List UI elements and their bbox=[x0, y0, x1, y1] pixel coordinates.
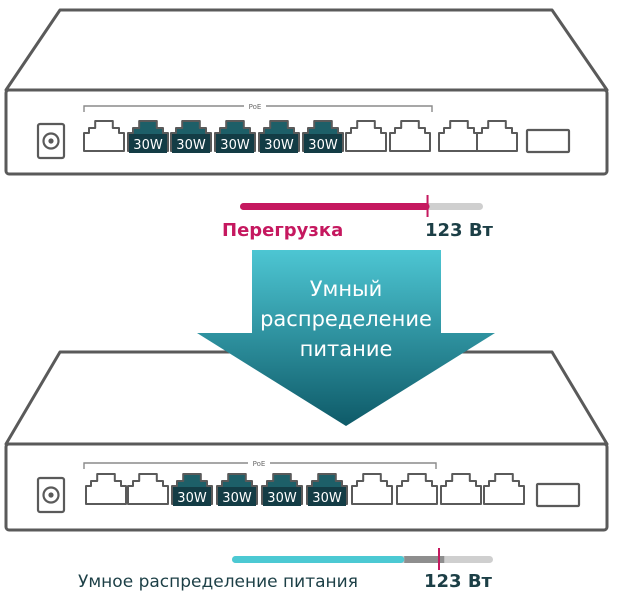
overload-value: 123 Вт bbox=[425, 220, 494, 241]
overload-meter-fill bbox=[240, 203, 430, 210]
down-arrow-shape bbox=[197, 250, 495, 426]
rj45-port-icon[interactable] bbox=[389, 120, 431, 152]
top-switch: PoE 30W 30W 30W 30W 30W bbox=[4, 8, 609, 176]
smart-meter-reserve bbox=[404, 556, 445, 563]
dc-power-jack-icon bbox=[36, 122, 66, 160]
port-power-label: 30W bbox=[312, 491, 342, 506]
rj45-port-icon[interactable] bbox=[476, 120, 518, 152]
port-power-label-bg bbox=[173, 487, 211, 506]
smart-meter-fill bbox=[232, 556, 405, 563]
top-switch-lid bbox=[4, 8, 609, 92]
port-power-label: 30W bbox=[264, 138, 294, 153]
port-power-label: 30W bbox=[176, 138, 206, 153]
overload-meter: Перегрузка 123 Вт bbox=[222, 195, 494, 241]
arrow-text-line3: питание bbox=[300, 337, 393, 361]
port-power-label: 30W bbox=[133, 138, 163, 153]
bottom-port-row: 30W 30W 30W 30W bbox=[85, 473, 525, 506]
port-power-label-bg bbox=[263, 487, 301, 506]
arrow-text-line2: распределение bbox=[260, 307, 432, 331]
port-power-label-bg bbox=[304, 134, 342, 153]
rj45-port-icon[interactable] bbox=[483, 473, 525, 505]
rj45-port-icon[interactable] bbox=[351, 473, 393, 505]
rj45-port-icon[interactable] bbox=[83, 120, 125, 152]
port-power-label-bg bbox=[260, 134, 298, 153]
rj45-port-icon[interactable] bbox=[85, 473, 127, 505]
port-power-label-bg bbox=[218, 487, 256, 506]
smart-power-arrow: Умный распределение питание bbox=[197, 250, 495, 426]
port-power-label: 30W bbox=[222, 491, 252, 506]
smart-label: Умное распределение питания bbox=[78, 572, 358, 592]
smart-value: 123 Вт bbox=[424, 571, 493, 592]
top-port-row: 30W 30W 30W 30W 30W bbox=[83, 120, 518, 153]
bottom-poe-label: PoE bbox=[253, 460, 266, 468]
port-power-label-bg bbox=[172, 134, 210, 153]
rj45-port-icon[interactable] bbox=[440, 473, 482, 505]
port-power-label-bg bbox=[308, 487, 346, 506]
port-power-label-bg bbox=[216, 134, 254, 153]
port-power-label: 30W bbox=[220, 138, 250, 153]
smart-power-meter: Умное распределение питания 123 Вт bbox=[78, 548, 493, 592]
rj45-port-icon[interactable] bbox=[127, 473, 169, 505]
port-power-label: 30W bbox=[177, 491, 207, 506]
overload-label: Перегрузка bbox=[222, 220, 343, 241]
port-power-label: 30W bbox=[308, 138, 338, 153]
sfp-slot-icon[interactable] bbox=[525, 128, 571, 154]
sfp-slot-icon[interactable] bbox=[535, 482, 581, 508]
smart-meter-marker bbox=[438, 548, 440, 570]
top-poe-label: PoE bbox=[249, 103, 262, 111]
overload-meter-marker bbox=[426, 195, 429, 217]
arrow-text-line1: Умный bbox=[310, 277, 383, 301]
rj45-port-icon[interactable] bbox=[396, 473, 438, 505]
dc-power-jack-icon bbox=[36, 476, 66, 514]
port-power-label-bg bbox=[129, 134, 167, 153]
rj45-port-icon[interactable] bbox=[345, 120, 387, 152]
port-power-label: 30W bbox=[267, 491, 297, 506]
